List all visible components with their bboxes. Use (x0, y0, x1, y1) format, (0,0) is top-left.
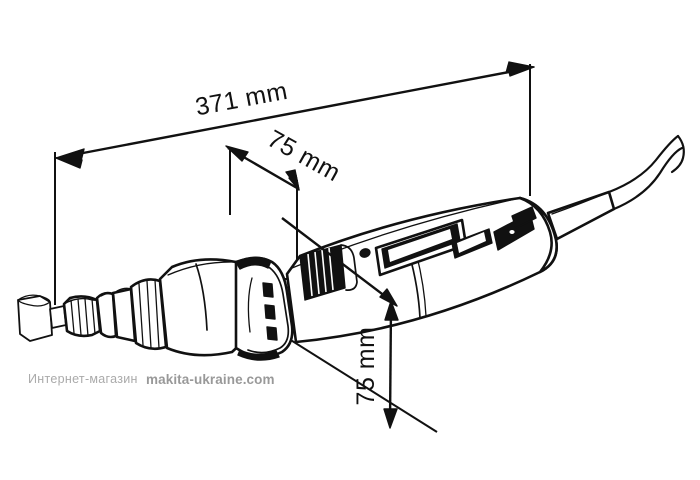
dimension-line-front-offset (225, 145, 300, 191)
watermark-shop-label: Интернет-магазин (28, 372, 138, 386)
dimension-label-height: 75 mm (352, 327, 380, 406)
dimension-line-overall-length (55, 61, 535, 169)
dimension-lines (55, 61, 535, 429)
dimension-line-height (281, 217, 399, 429)
die-grinder-illustration (17, 134, 685, 361)
watermark-domain: makita-ukraine.com (146, 372, 275, 387)
lock-pin-dot (359, 248, 371, 258)
collet-nut (62, 295, 102, 338)
power-cord (607, 134, 685, 211)
gear-housing (158, 258, 247, 357)
watermark: Интернет-магазин makita-ukraine.com (28, 372, 275, 387)
grinding-bit (17, 294, 53, 342)
front-grip-collar (234, 256, 294, 361)
vent-slots (451, 206, 537, 259)
